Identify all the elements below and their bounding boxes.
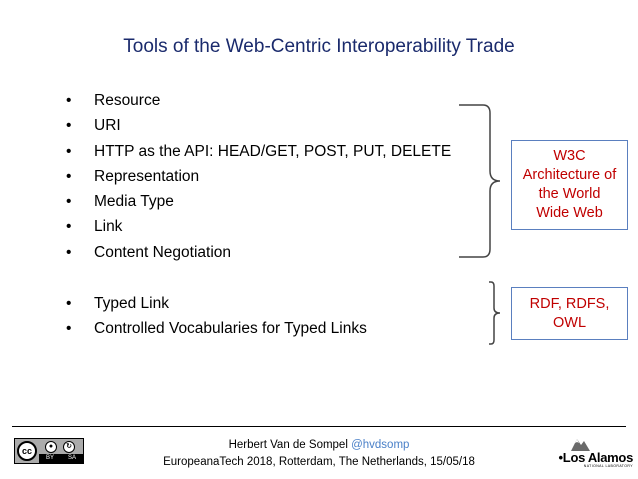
box-label-line: W3C xyxy=(553,148,586,164)
list-item: • Representation xyxy=(66,164,451,189)
box-label-line: Architecture of xyxy=(522,167,617,183)
list-item-text: URI xyxy=(94,117,121,135)
list-item-text: Resource xyxy=(94,92,161,109)
list-item-text: Content Negotiation xyxy=(94,243,232,261)
list-item: • Controlled Vocabularies for Typed Links xyxy=(66,316,367,341)
bullet-list-architecture: • Resource • URI • HTTP as the API: HEAD/GE… xyxy=(66,88,451,265)
list-item: • Link xyxy=(66,214,451,239)
list-item-text: Controlled Vocabularies for Typed Links xyxy=(94,320,367,338)
los-alamos-subtitle: NATIONAL LABORATORY xyxy=(583,464,633,468)
w3c-architecture-box: W3C Architecture of the World Wide Web xyxy=(511,140,628,230)
bullet-marker: • xyxy=(66,218,72,236)
cc-logo-icon: cc xyxy=(17,441,37,461)
footer-handle-link[interactable]: @hvdsomp xyxy=(351,439,410,451)
cc-by-sa-icon: cc ● ↻ BY SA xyxy=(14,438,84,464)
box-label: W3C Architecture of the World Wide Web xyxy=(523,147,617,223)
list-item: • Content Negotiation xyxy=(66,240,451,265)
list-item-text: Typed Link xyxy=(94,295,169,312)
bullet-marker: • xyxy=(66,167,72,185)
license-sa-label: SA xyxy=(67,455,76,461)
right-brace-architecture xyxy=(459,104,501,258)
list-item: • HTTP as the API: HEAD/GET, POST, PUT, D… xyxy=(66,139,451,164)
bullet-marker: • xyxy=(66,142,72,160)
by-attribution-icon: ● xyxy=(45,441,57,453)
los-alamos-name: Los Alamos xyxy=(562,450,634,465)
list-item: • Media Type xyxy=(66,189,451,214)
box-label-line: RDF, RDFS, xyxy=(529,295,610,312)
slide-title: Tools of the Web-Centric Interoperabilit… xyxy=(123,36,515,57)
los-alamos-logo-icon xyxy=(571,439,590,451)
list-item-text: Media Type xyxy=(94,193,174,211)
license-strip: BY SA xyxy=(39,454,83,463)
bullet-marker: • xyxy=(66,92,72,109)
box-label-line: OWL xyxy=(552,314,587,331)
list-item-text: Representation xyxy=(94,167,200,185)
bullet-list-semantic: • Typed Link • Controlled Vocabularies for… xyxy=(66,291,367,342)
box-label: RDF, RDFS, OWL xyxy=(530,295,610,333)
bullet-marker: • xyxy=(66,117,72,135)
footer-event: EuropeanaTech 2018, Rotterdam, The Nethe… xyxy=(163,456,475,468)
footer-author: Herbert Van de Sompel xyxy=(228,439,348,451)
list-item: • URI xyxy=(66,113,451,138)
bullet-marker: • xyxy=(66,295,72,312)
footer-author-line: Herbert Van de Sompel @hvdsomp xyxy=(0,437,638,454)
footer-divider xyxy=(12,426,626,427)
list-item: • Typed Link xyxy=(66,291,367,316)
bullet-marker: • xyxy=(66,320,72,338)
sa-share-alike-icon: ↻ xyxy=(63,441,75,453)
rdf-owl-box: RDF, RDFS, OWL xyxy=(511,287,628,340)
los-alamos-wordmark: •Los Alamos xyxy=(553,450,634,465)
los-alamos-dot: • xyxy=(558,450,564,465)
los-alamos-logo: •Los Alamos NATIONAL LABORATORY xyxy=(553,434,633,468)
bullet-marker: • xyxy=(66,243,72,261)
list-item: • Resource xyxy=(66,88,451,113)
list-item-text: Link xyxy=(94,218,123,236)
footer: Herbert Van de Sompel @hvdsomp Europeana… xyxy=(0,437,638,471)
bullet-marker: • xyxy=(66,193,72,211)
right-brace-semantic xyxy=(489,281,501,345)
license-by-label: BY xyxy=(45,455,54,461)
box-label-line: the World xyxy=(538,186,601,202)
list-item-text: HTTP as the API: HEAD/GET, POST, PUT, DE… xyxy=(94,142,452,160)
box-label-line: Wide Web xyxy=(536,205,603,221)
